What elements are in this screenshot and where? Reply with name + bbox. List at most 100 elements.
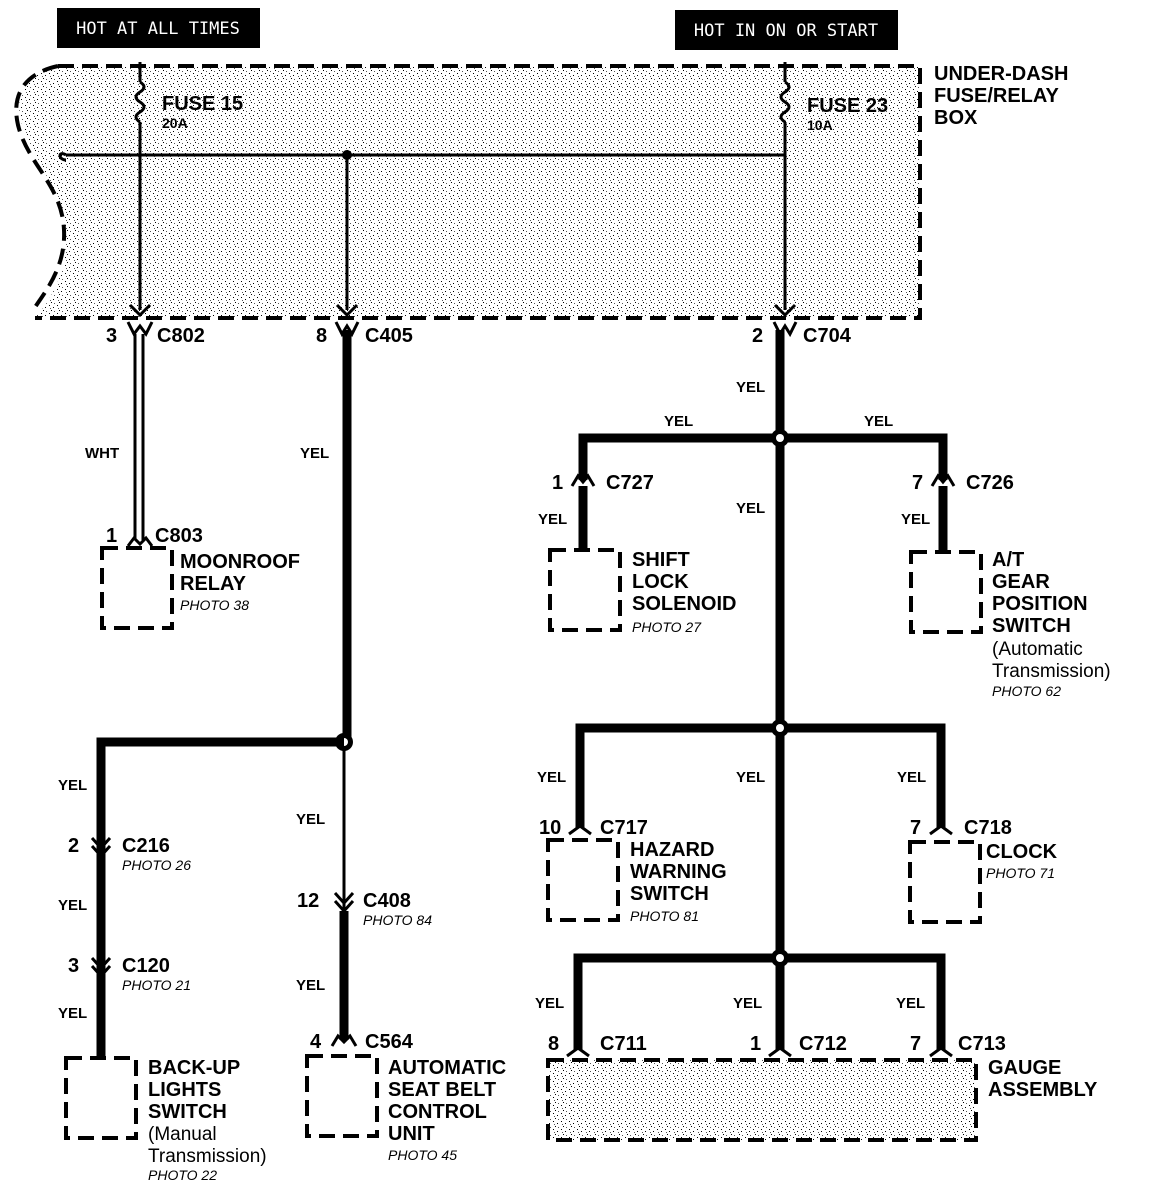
wire-yel-clock: YEL	[897, 769, 926, 786]
shift-line2: LOCK	[632, 571, 689, 593]
c726-label: C726	[966, 472, 1014, 494]
at-photo: PHOTO 62	[992, 683, 1061, 699]
header-left-text: HOT AT ALL TIMES	[76, 19, 240, 39]
shift-line1: SHIFT	[632, 549, 690, 571]
shift-lock-solenoid-box	[548, 548, 622, 632]
at-line1: A/T	[992, 549, 1024, 571]
c405-label: C405	[365, 325, 413, 347]
fuse-box-label-1: UNDER-DASH	[934, 63, 1068, 85]
c704-label: C704	[803, 325, 852, 347]
c713-pin: 7	[910, 1033, 921, 1055]
c704-pin: 2	[752, 325, 763, 347]
fuse23-rating: 10A	[807, 117, 833, 133]
backup-line1: BACK-UP	[148, 1057, 240, 1079]
wire-yel-trunk-mid2: YEL	[736, 769, 765, 786]
connector-c802: 3 C802	[106, 321, 205, 347]
wire-yel-splice1-left: YEL	[664, 413, 693, 430]
backup-line2: LIGHTS	[148, 1079, 221, 1101]
wire-yel-backup-3: YEL	[58, 1005, 87, 1022]
c713-label: C713	[958, 1033, 1006, 1055]
hazard-line3: SWITCH	[630, 883, 709, 905]
moonroof-relay-box	[100, 546, 174, 630]
fuse-box-label-3: BOX	[934, 107, 978, 129]
shift-photo: PHOTO 27	[632, 619, 702, 635]
wire-yel-hazard: YEL	[537, 769, 566, 786]
backup-photo: PHOTO 22	[148, 1167, 217, 1183]
fuse23-name: FUSE 23	[807, 95, 888, 117]
at-line3: POSITION	[992, 593, 1088, 615]
c120-photo: PHOTO 21	[122, 977, 191, 993]
clock-line1: CLOCK	[986, 841, 1058, 863]
gauge-assembly-box	[546, 1058, 978, 1142]
c408-pin: 12	[297, 890, 319, 912]
c802-label: C802	[157, 325, 205, 347]
c120-label: C120	[122, 955, 170, 977]
at-note1: (Automatic	[992, 639, 1083, 660]
wire-yel-c727: YEL	[538, 511, 567, 528]
c120-pin: 3	[68, 955, 79, 977]
connector-c704: 2 C704	[752, 321, 852, 347]
c727-pin: 1	[552, 472, 563, 494]
c408-photo: PHOTO 84	[363, 912, 432, 928]
clock-box	[908, 840, 982, 924]
clock-photo: PHOTO 71	[986, 865, 1055, 881]
header-hot-at-all-times: HOT AT ALL TIMES	[57, 8, 260, 48]
moonroof-line2: RELAY	[180, 573, 247, 595]
wire-yel-c711: YEL	[535, 995, 564, 1012]
moonroof-line1: MOONROOF	[180, 551, 300, 573]
c718-label: C718	[964, 817, 1012, 839]
wire-yel-splice1-right: YEL	[864, 413, 893, 430]
seatbelt-line3: CONTROL	[388, 1101, 487, 1123]
wire-yel-trunk-mid1: YEL	[736, 500, 765, 517]
backup-lights-switch-box	[64, 1056, 138, 1140]
c803-label: C803	[155, 525, 203, 547]
at-line2: GEAR	[992, 571, 1050, 593]
c216-label: C216	[122, 835, 170, 857]
wire-yel-backup-2: YEL	[58, 897, 87, 914]
seat-belt-unit-box	[305, 1054, 379, 1138]
c727-label: C727	[606, 472, 654, 494]
c717-pin: 10	[539, 817, 561, 839]
c216-photo: PHOTO 26	[122, 857, 191, 873]
wire-yel-c726: YEL	[901, 511, 930, 528]
fuse15-name: FUSE 15	[162, 93, 243, 115]
wire-yel-seatbelt-2: YEL	[296, 977, 325, 994]
seatbelt-line2: SEAT BELT	[388, 1079, 496, 1101]
wire-yel-c713: YEL	[896, 995, 925, 1012]
c564-label: C564	[365, 1031, 414, 1053]
c564-pin: 4	[310, 1031, 322, 1053]
gauge-line2: ASSEMBLY	[988, 1079, 1098, 1101]
c711-pin: 8	[548, 1033, 559, 1055]
at-line4: SWITCH	[992, 615, 1071, 637]
at-gear-switch-box	[909, 550, 983, 634]
backup-note2: Transmission)	[148, 1146, 267, 1167]
c802-pin: 3	[106, 325, 117, 347]
moonroof-photo: PHOTO 38	[180, 597, 249, 613]
hazard-switch-box	[546, 838, 620, 922]
wire-yel-c405: YEL	[300, 445, 329, 462]
wire-yel-seatbelt-1: YEL	[296, 811, 325, 828]
c405-pin: 8	[316, 325, 327, 347]
c718-pin: 7	[910, 817, 921, 839]
fuse15-rating: 20A	[162, 115, 188, 131]
seatbelt-line1: AUTOMATIC	[388, 1057, 506, 1079]
seatbelt-photo: PHOTO 45	[388, 1147, 457, 1163]
connector-c405: 8 C405	[316, 321, 413, 347]
backup-line3: SWITCH	[148, 1101, 227, 1123]
gauge-line1: GAUGE	[988, 1057, 1061, 1079]
backup-note1: (Manual	[148, 1124, 217, 1145]
c216-pin: 2	[68, 835, 79, 857]
wire-wht: WHT	[85, 445, 119, 462]
hazard-line2: WARNING	[630, 861, 727, 883]
hazard-photo: PHOTO 81	[630, 908, 699, 924]
wire-yel-c712: YEL	[733, 995, 762, 1012]
shift-line3: SOLENOID	[632, 593, 736, 615]
c408-label: C408	[363, 890, 411, 912]
c711-label: C711	[600, 1033, 647, 1055]
c712-pin: 1	[750, 1033, 761, 1055]
c717-label: C717	[600, 817, 648, 839]
fuse-relay-box: FUSE 15 20A FUSE 23 10A	[14, 62, 922, 320]
at-note2: Transmission)	[992, 661, 1111, 682]
header-right-text: HOT IN ON OR START	[694, 21, 878, 41]
